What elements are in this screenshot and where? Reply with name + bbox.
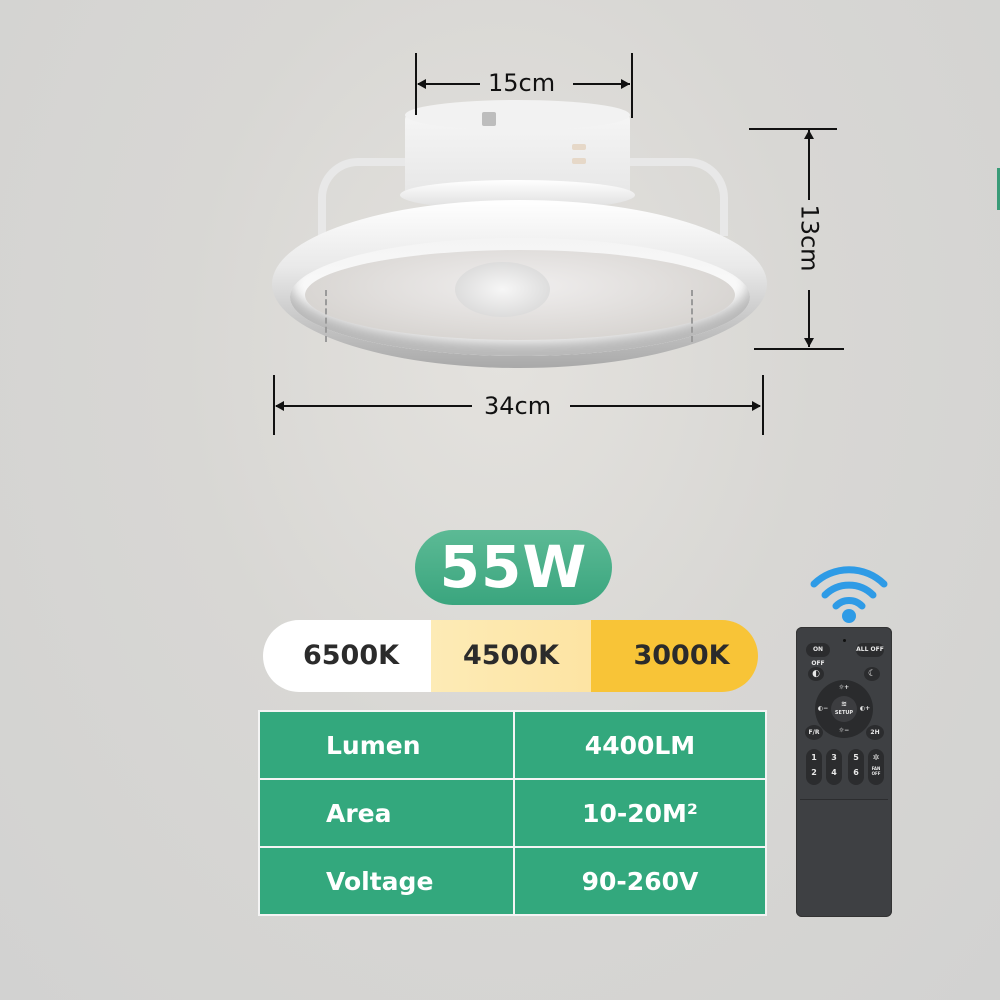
cct-down-button[interactable]: ◐− [817, 705, 829, 712]
dashed-guide-left [325, 290, 327, 342]
remote-divider [800, 799, 888, 800]
speed-1-button[interactable]: 1 [811, 753, 817, 762]
vent-slot [572, 144, 586, 150]
timer-2h-button[interactable]: 2H [866, 725, 884, 740]
specs-table: Lumen 4400LM Area 10-20M² Voltage 90-260… [258, 710, 767, 916]
remote-control: ON OFF ALL OFF ◐ ☾ ☼+ ☼− ◐− ◐+ SETUP ≋ F… [796, 627, 892, 917]
night-mode-button[interactable]: ☾ [864, 667, 880, 681]
speed-3-button[interactable]: 3 [831, 753, 837, 762]
dimension-label-top-width: 15cm [488, 69, 556, 97]
speed-6-button[interactable]: 6 [853, 768, 859, 777]
spec-value-area: 10-20M² [513, 778, 767, 848]
spec-key-lumen: Lumen [258, 710, 515, 780]
setup-label: SETUP [834, 710, 854, 716]
fan-button-group: ✲ FAN OFF [868, 749, 884, 785]
cct-option-3000k: 3000K [591, 620, 758, 692]
fan-hub [455, 262, 550, 317]
fan-arm-left [318, 158, 416, 236]
brightness-up-button[interactable]: ☼+ [838, 684, 850, 691]
all-off-button[interactable]: ALL OFF [856, 643, 884, 657]
speed-button-group-1-2: 1 2 [806, 749, 822, 785]
speed-button-group-5-6: 5 6 [848, 749, 864, 785]
fan-arm-right [628, 158, 728, 236]
brightness-down-button[interactable]: ☼− [838, 727, 850, 734]
dimension-label-height: 13cm [795, 204, 824, 272]
dashed-guide-right [691, 290, 693, 342]
forward-reverse-button[interactable]: F/R [805, 725, 823, 740]
light-on-off-button[interactable]: ON OFF [806, 643, 830, 667]
spec-key-voltage: Voltage [258, 846, 515, 916]
fan-mode-icon[interactable]: ✲ [872, 753, 880, 762]
spec-value-lumen: 4400LM [513, 710, 767, 780]
speed-2-button[interactable]: 2 [811, 768, 817, 777]
vent-slot [572, 158, 586, 164]
spec-value-voltage: 90-260V [513, 846, 767, 916]
cct-option-4500k: 4500K [431, 620, 591, 692]
direction-pad: ☼+ ☼− ◐− ◐+ SETUP ≋ [815, 680, 873, 738]
table-row: Area 10-20M² [258, 778, 767, 848]
cct-up-button[interactable]: ◐+ [859, 705, 871, 712]
speed-5-button[interactable]: 5 [853, 753, 859, 762]
color-mode-button[interactable]: ◐ [808, 667, 824, 681]
fan-mount-plate [405, 100, 630, 130]
table-row: Lumen 4400LM [258, 710, 767, 780]
setup-button[interactable]: SETUP ≋ [831, 696, 857, 722]
edge-marker [997, 168, 1000, 210]
table-row: Voltage 90-260V [258, 846, 767, 916]
wifi-signal-icon [810, 566, 888, 623]
cct-option-6500k: 6500K [263, 620, 431, 692]
speed-4-button[interactable]: 4 [831, 768, 837, 777]
spec-key-area: Area [258, 778, 515, 848]
wattage-badge: 55W [415, 530, 612, 605]
ir-indicator [843, 639, 846, 642]
dimension-label-diameter: 34cm [484, 392, 552, 420]
fan-off-button[interactable]: FAN OFF [871, 766, 881, 776]
speed-button-group-3-4: 3 4 [826, 749, 842, 785]
mount-screw-icon [482, 112, 496, 126]
color-temperature-bar: 6500K 4500K 3000K [263, 620, 758, 692]
wifi-small-icon: ≋ [841, 700, 847, 708]
